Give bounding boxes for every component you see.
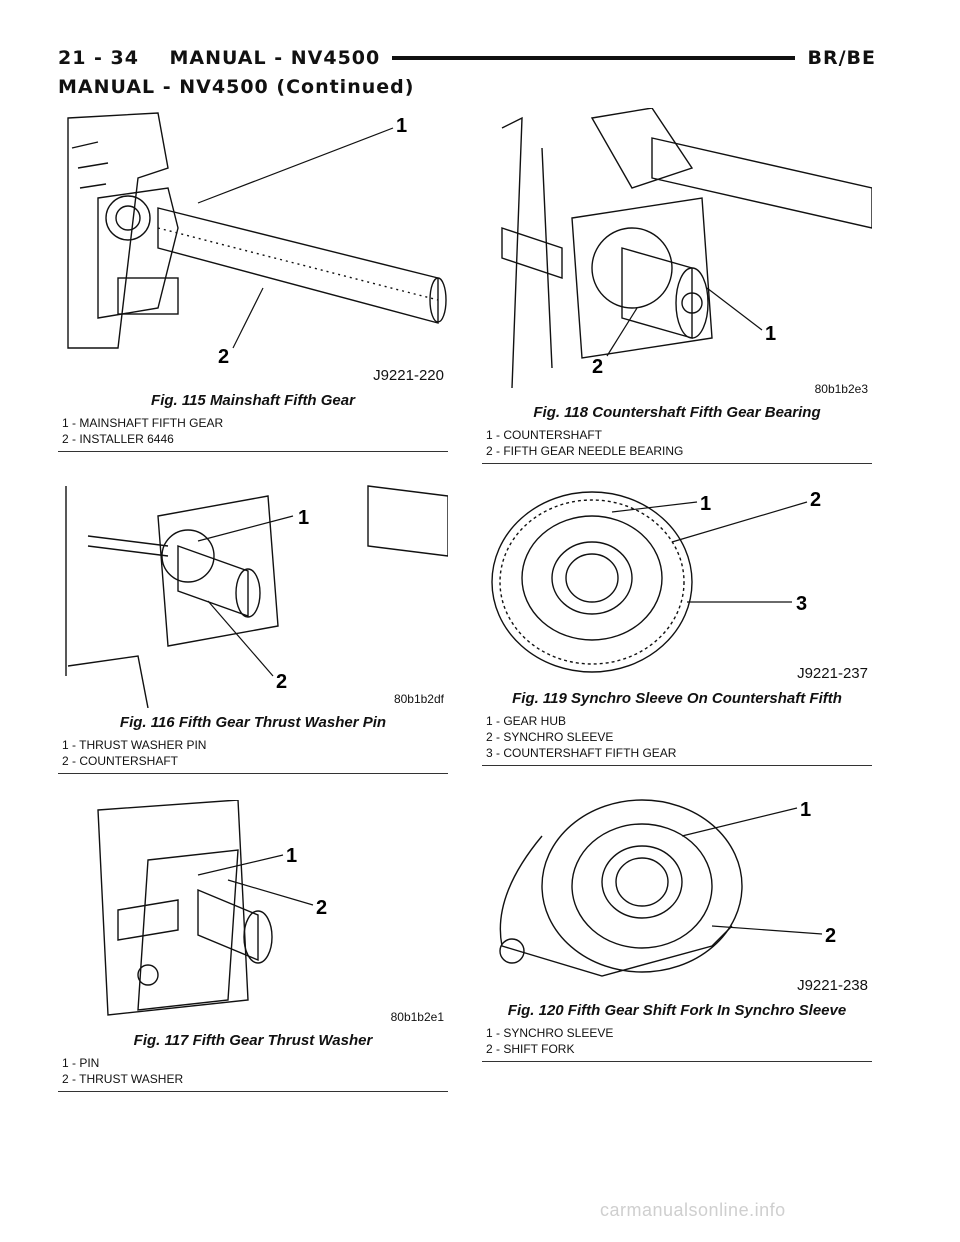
figure-116: 1 2 80b1b2df Fig. 116 Fifth Gear Thrust … (58, 476, 448, 774)
figure-115-illustration: 1 2 J9221-220 (58, 108, 448, 386)
continued-title: MANUAL - NV4500 (Continued) (58, 76, 415, 98)
callout-118-2: 2 (592, 356, 603, 378)
figure-divider (482, 1061, 872, 1062)
figure-caption: Fig. 116 Fifth Gear Thrust Washer Pin (119, 714, 387, 731)
figure-117: 1 2 80b1b2e1 Fig. 117 Fifth Gear Thrust … (58, 800, 448, 1092)
legend-item: 1 - COUNTERSHAFT (486, 428, 603, 442)
page-header: 21 - 34 MANUAL - NV4500 BR/BE (58, 44, 876, 72)
legend-item: 1 - THRUST WASHER PIN (62, 738, 207, 752)
figure-legend: 1 - THRUST WASHER PIN 2 - COUNTERSHAFT (58, 737, 448, 769)
callout-119-2: 2 (810, 489, 821, 511)
figure-code: J9221-238 (797, 977, 868, 994)
figure-code: J9221-237 (797, 665, 868, 682)
legend-item: 1 - PIN (62, 1056, 100, 1070)
legend-item: 3 - COUNTERSHAFT FIFTH GEAR (486, 746, 677, 760)
figure-legend: 1 - COUNTERSHAFT 2 - FIFTH GEAR NEEDLE B… (482, 427, 872, 459)
figure-code: J9221-220 (373, 367, 444, 384)
figure-118: 1 2 80b1b2e3 Fig. 118 Countershaft Fifth… (482, 108, 872, 464)
figure-code: 80b1b2e3 (814, 382, 868, 396)
callout-119-3: 3 (796, 593, 807, 615)
legend-item: 2 - FIFTH GEAR NEEDLE BEARING (486, 444, 684, 458)
callout-117-1: 1 (286, 845, 297, 867)
header-rule (392, 56, 796, 60)
figure-119: 1 2 3 J9221-237 Fig. 119 Synchro Sleeve … (482, 482, 872, 766)
callout-119-1: 1 (700, 493, 711, 515)
figure-116-illustration: 1 2 80b1b2df (58, 476, 448, 708)
legend-item: 1 - MAINSHAFT FIFTH GEAR (62, 416, 224, 430)
figure-legend: 1 - SYNCHRO SLEEVE 2 - SHIFT FORK (482, 1025, 872, 1057)
header-section-title: 21 - 34 MANUAL - NV4500 (58, 47, 381, 69)
figure-120: 1 2 J9221-238 Fig. 120 Fifth Gear Shift … (482, 796, 872, 1062)
callout-118-1: 1 (765, 323, 776, 345)
legend-item: 2 - INSTALLER 6446 (62, 432, 174, 446)
figure-118-illustration: 1 2 80b1b2e3 (482, 108, 872, 398)
figure-caption: Fig. 117 Fifth Gear Thrust Washer (133, 1032, 373, 1049)
figure-divider (482, 765, 872, 766)
figure-code: 80b1b2e1 (390, 1010, 444, 1024)
figure-caption: Fig. 118 Countershaft Fifth Gear Bearing (533, 404, 821, 421)
figure-115: 1 2 J9221-220 Fig. 115 Mainshaft Fifth G… (58, 108, 448, 452)
callout-115-1: 1 (396, 115, 407, 137)
callout-116-1: 1 (298, 507, 309, 529)
header-model: BR/BE (807, 47, 876, 69)
figure-divider (58, 451, 448, 452)
watermark: carmanualsonline.info (600, 1200, 786, 1220)
figure-legend: 1 - PIN 2 - THRUST WASHER (58, 1055, 448, 1087)
callout-115-2: 2 (218, 346, 229, 368)
figure-caption: Fig. 115 Mainshaft Fifth Gear (151, 392, 355, 409)
figure-legend: 1 - GEAR HUB 2 - SYNCHRO SLEEVE 3 - COUN… (482, 713, 872, 761)
figure-divider (482, 463, 872, 464)
callout-117-2: 2 (316, 897, 327, 919)
figure-119-illustration: 1 2 3 J9221-237 (482, 482, 872, 684)
legend-item: 1 - GEAR HUB (486, 714, 567, 728)
figure-117-illustration: 1 2 80b1b2e1 (58, 800, 448, 1026)
figure-120-illustration: 1 2 J9221-238 (482, 796, 872, 996)
figure-caption: Fig. 119 Synchro Sleeve On Countershaft … (512, 690, 842, 707)
callout-120-1: 1 (800, 799, 811, 821)
figure-divider (58, 1091, 448, 1092)
legend-item: 1 - SYNCHRO SLEEVE (486, 1026, 614, 1040)
legend-item: 2 - COUNTERSHAFT (62, 754, 179, 768)
legend-item: 2 - SYNCHRO SLEEVE (486, 730, 614, 744)
legend-item: 2 - THRUST WASHER (62, 1072, 184, 1086)
figure-legend: 1 - MAINSHAFT FIFTH GEAR 2 - INSTALLER 6… (58, 415, 448, 447)
figure-caption: Fig. 120 Fifth Gear Shift Fork In Synchr… (507, 1002, 847, 1019)
figure-divider (58, 773, 448, 774)
legend-item: 2 - SHIFT FORK (486, 1042, 575, 1056)
figure-code: 80b1b2df (393, 692, 444, 706)
callout-116-2: 2 (276, 671, 287, 693)
callout-120-2: 2 (825, 925, 836, 947)
